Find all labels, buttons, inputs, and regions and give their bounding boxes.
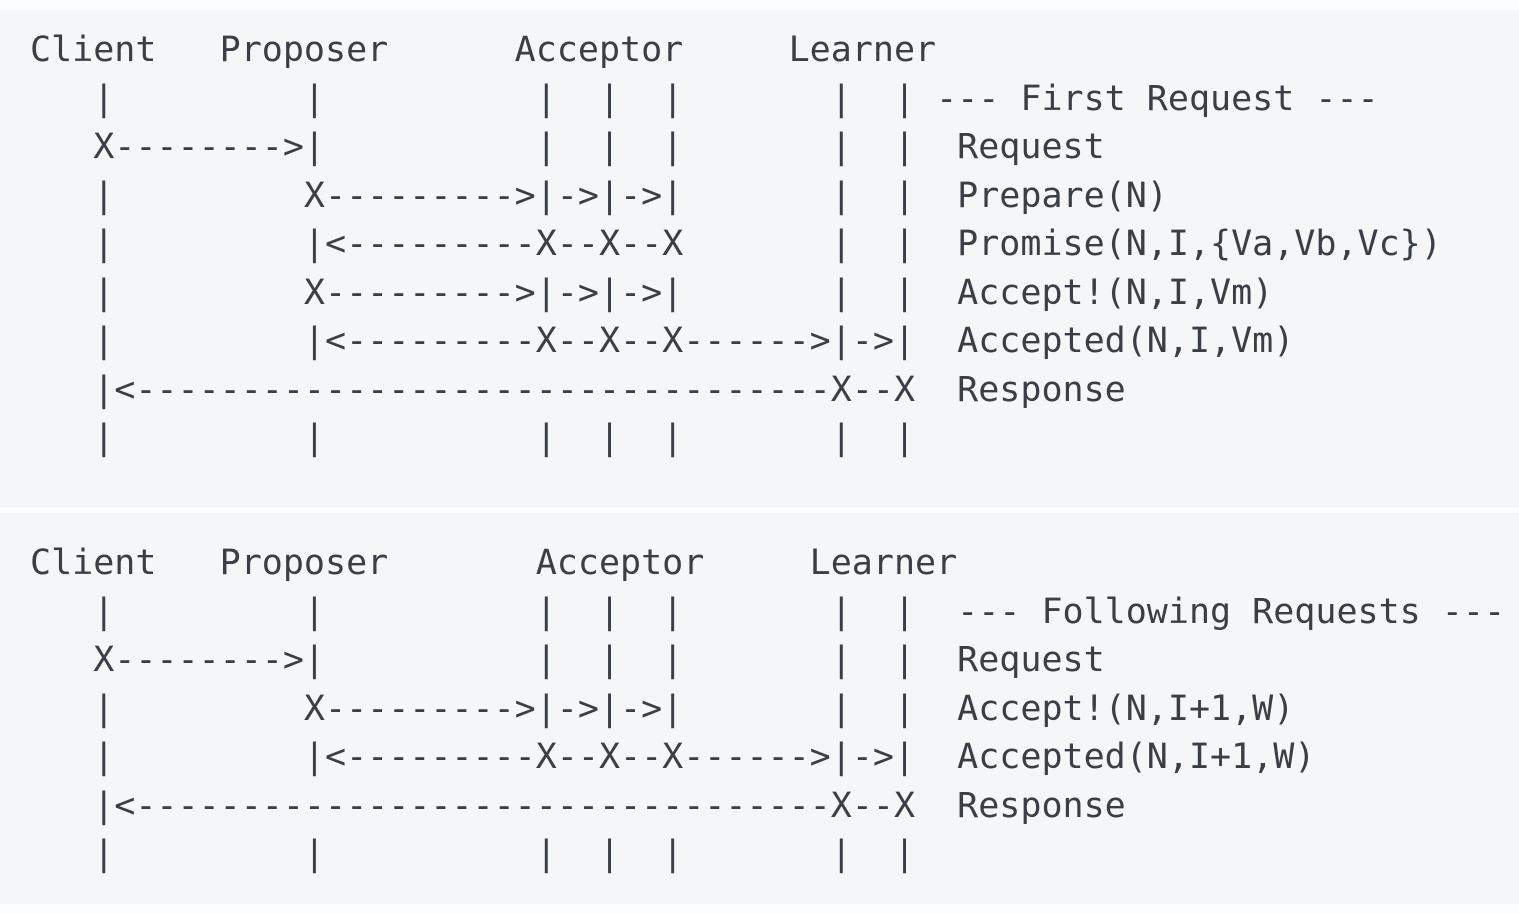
ascii-diagram-following-requests: Client Proposer Acceptor Learner | | | |… — [30, 543, 1506, 874]
ascii-diagram-first-request: Client Proposer Acceptor Learner | | | |… — [30, 30, 1442, 458]
code-block-following-requests: Client Proposer Acceptor Learner | | | |… — [0, 513, 1519, 904]
code-block-first-request: Client Proposer Acceptor Learner | | | |… — [0, 10, 1519, 507]
paxos-sequence-diagrams: Client Proposer Acceptor Learner | | | |… — [0, 10, 1519, 904]
